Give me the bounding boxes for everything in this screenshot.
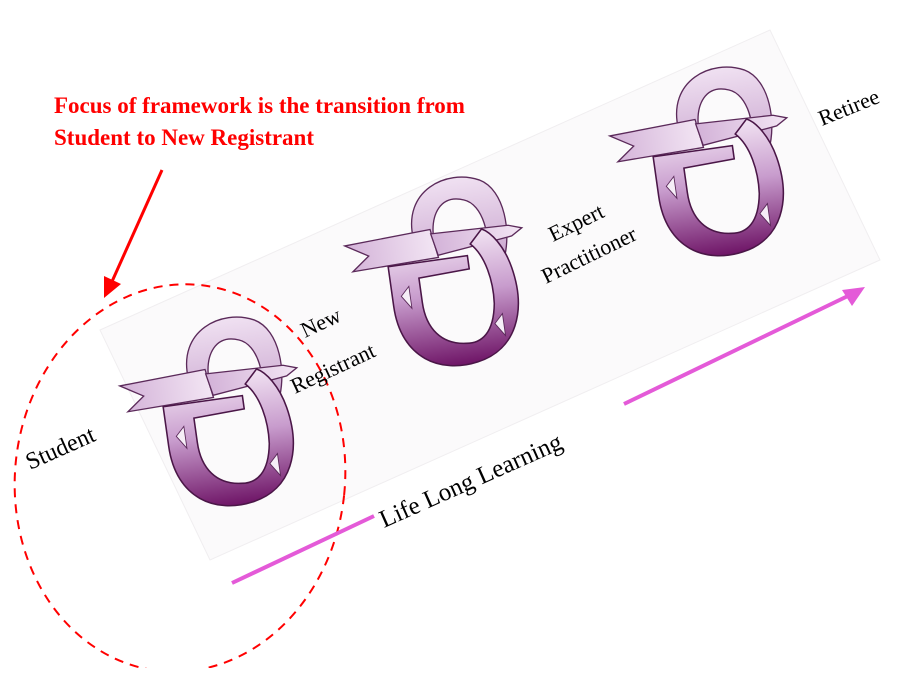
- focus-pointer-arrow: [104, 169, 164, 298]
- focus-annotation-line2: Student to New Registrant: [54, 125, 315, 150]
- focus-annotation-line1: Focus of framework is the transition fro…: [54, 93, 465, 118]
- stage-label-retiree: Retiree: [815, 84, 883, 131]
- focus-annotation: Focus of framework is the transition fro…: [54, 90, 654, 154]
- lifelong-learning-arrow: [231, 287, 865, 585]
- stage-label-student: Student: [22, 422, 100, 476]
- focus-ellipse: [13, 283, 347, 673]
